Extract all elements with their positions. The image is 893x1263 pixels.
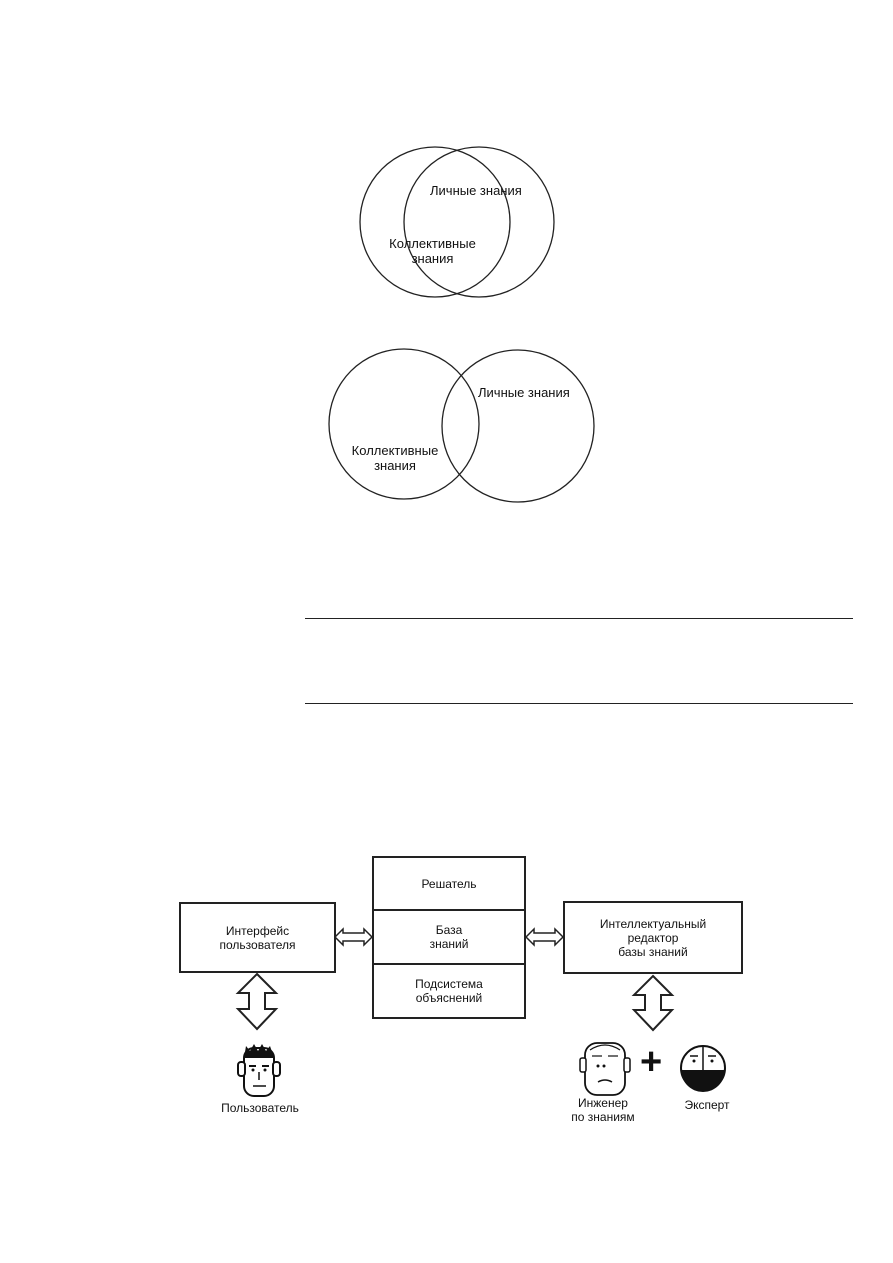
expert-label: Эксперт <box>684 1098 730 1112</box>
plus-sign: + <box>640 1041 663 1083</box>
knowledge-base-cell: База знаний <box>374 911 524 965</box>
venn-partial-personal-label: Личные знания <box>478 385 570 400</box>
expert-face-icon <box>680 1045 726 1092</box>
arrow-kb-editor <box>524 927 565 947</box>
user-label: Пользователь <box>221 1101 299 1115</box>
collective-knowledge-circle <box>359 146 511 298</box>
collective-knowledge-circle-2 <box>328 348 480 500</box>
venn-partial-collective-label: Коллективные знания <box>351 443 439 473</box>
arrow-ui-user <box>235 972 279 1031</box>
engineer-label: Инженер по знаниям <box>571 1096 635 1124</box>
core-stack: Решатель База знаний Подсистема объяснен… <box>372 856 526 1019</box>
arrow-ui-kb <box>333 927 374 947</box>
engineer-face-icon <box>579 1042 631 1096</box>
bottom-rule <box>305 703 853 704</box>
kb-editor-box: Интеллектуальный редактор базы знаний <box>563 901 743 974</box>
venn-overlap-collective-label: Коллективные знания <box>389 236 476 266</box>
arrow-editor-engineer <box>631 974 675 1032</box>
user-interface-box: Интерфейс пользователя <box>179 902 336 973</box>
solver-cell: Решатель <box>374 858 524 911</box>
top-rule <box>305 618 853 619</box>
personal-knowledge-circle-2 <box>441 349 595 503</box>
venn-overlap-personal-label: Личные знания <box>430 183 522 198</box>
personal-knowledge-circle <box>403 146 555 298</box>
user-face-icon <box>237 1044 281 1097</box>
explanation-subsystem-cell: Подсистема объяснений <box>415 977 483 1005</box>
